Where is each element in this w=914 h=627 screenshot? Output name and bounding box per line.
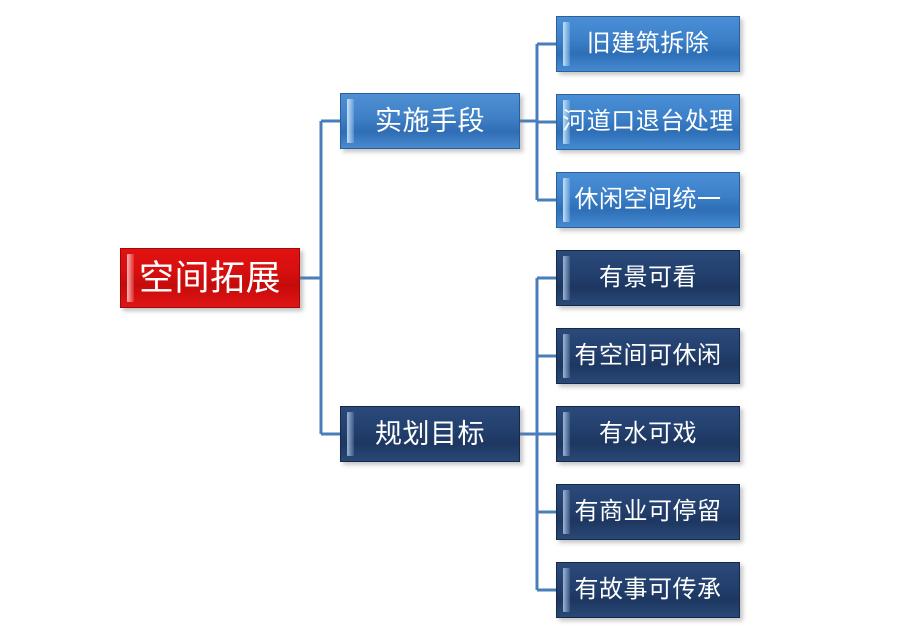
node-leaf-scenery-to-view-label: 有景可看 — [599, 264, 697, 291]
node-root[interactable]: 空间拓展 — [120, 248, 300, 308]
bevel-highlight — [563, 178, 570, 222]
node-root-label: 空间拓展 — [138, 258, 281, 298]
bevel-highlight — [563, 412, 570, 456]
bevel-highlight — [563, 568, 570, 612]
bevel-highlight — [563, 256, 570, 300]
node-branch-implementation-label: 实施手段 — [375, 105, 485, 136]
node-leaf-stories-to-inherit[interactable]: 有故事可传承 — [556, 562, 740, 618]
bevel-highlight — [347, 99, 354, 143]
node-branch-planning-goals-label: 规划目标 — [375, 418, 485, 449]
node-leaf-leisure-space-unification-label: 休闲空间统一 — [574, 186, 722, 213]
node-leaf-old-building-demolition-label: 旧建筑拆除 — [586, 30, 710, 57]
bevel-highlight — [563, 334, 570, 378]
bevel-highlight — [563, 490, 570, 534]
node-leaf-scenery-to-view[interactable]: 有景可看 — [556, 250, 740, 306]
bevel-highlight — [347, 412, 354, 456]
node-leaf-space-for-leisure[interactable]: 有空间可休闲 — [556, 328, 740, 384]
node-leaf-water-to-play[interactable]: 有水可戏 — [556, 406, 740, 462]
node-leaf-water-to-play-label: 有水可戏 — [599, 420, 697, 447]
node-leaf-old-building-demolition[interactable]: 旧建筑拆除 — [556, 16, 740, 72]
node-leaf-stories-to-inherit-label: 有故事可传承 — [574, 576, 722, 603]
node-branch-implementation[interactable]: 实施手段 — [340, 93, 520, 149]
node-leaf-river-mouth-terrace-label: 河道口退台处理 — [562, 108, 734, 135]
node-leaf-commerce-to-linger[interactable]: 有商业可停留 — [556, 484, 740, 540]
node-leaf-river-mouth-terrace[interactable]: 河道口退台处理 — [556, 94, 740, 150]
bevel-highlight — [127, 254, 134, 302]
node-leaf-leisure-space-unification[interactable]: 休闲空间统一 — [556, 172, 740, 228]
node-branch-planning-goals[interactable]: 规划目标 — [340, 406, 520, 462]
bevel-highlight — [563, 22, 570, 66]
node-leaf-space-for-leisure-label: 有空间可休闲 — [574, 342, 722, 369]
node-leaf-commerce-to-linger-label: 有商业可停留 — [574, 498, 722, 525]
